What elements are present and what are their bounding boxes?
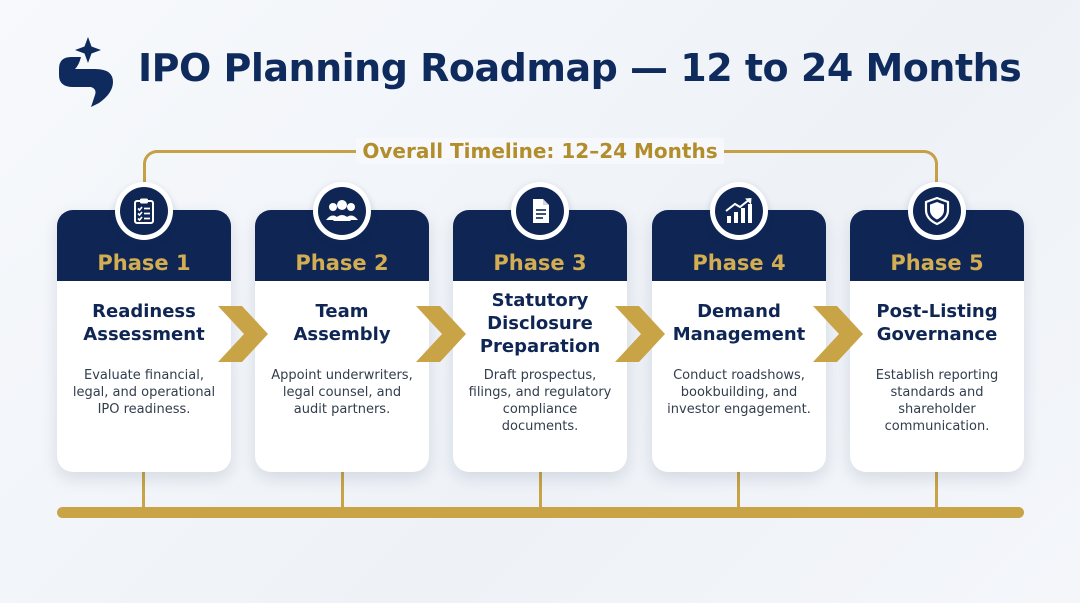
timeline-stem: [935, 470, 938, 510]
sparkle-s-logo-icon: [59, 37, 113, 107]
growth-chart-icon: [725, 198, 752, 223]
clipboard-checklist-icon: [134, 198, 154, 224]
phase-title: Readiness Assessment: [83, 300, 204, 346]
phase-description: Draft prospectus, filings, and regulator…: [468, 368, 612, 434]
phase-title-line: Post-Listing: [876, 301, 998, 322]
document-icon: [533, 199, 549, 223]
phase-icon-badge: [313, 182, 371, 240]
timeline-stem: [142, 470, 145, 510]
phase-title-line: Assembly: [293, 324, 391, 345]
chevron-right-icon: [813, 306, 863, 362]
phase-card-5: Phase 5 Post-Listing Governance Establis…: [850, 210, 1024, 472]
chevron-right-icon: [416, 306, 466, 362]
phase-title: Team Assembly: [293, 300, 390, 346]
chevron-right-icon: [615, 306, 665, 362]
phase-title-line: Preparation: [479, 335, 601, 357]
phase-label: Phase 4: [692, 251, 786, 275]
phase-label: Phase 1: [97, 251, 191, 275]
phase-title: Post-Listing Governance: [876, 300, 997, 346]
phase-title-line: Assessment: [83, 324, 205, 345]
page-title: IPO Planning Roadmap — 12 to 24 Months: [138, 46, 1022, 90]
phase-title-line: Demand: [697, 301, 781, 322]
team-group-icon: [326, 200, 358, 221]
chevron-right-icon: [218, 306, 268, 362]
timeline-baseline: [57, 507, 1024, 518]
phase-card-1: Phase 1 Readiness Assessment Evaluate fi…: [57, 210, 231, 472]
timeline-stem: [341, 470, 344, 510]
timeline-stem: [737, 470, 740, 510]
phase-title: Statutory Disclosure Preparation: [480, 289, 600, 358]
phase-title-line: Governance: [876, 324, 998, 345]
phase-label: Phase 3: [493, 251, 587, 275]
phase-card-3: Phase 3 Statutory Disclosure Preparation…: [453, 210, 627, 472]
shield-icon: [924, 196, 950, 226]
phase-icon-badge: [710, 182, 768, 240]
phase-description: Appoint underwriters, legal counsel, and…: [271, 368, 413, 417]
phase-label: Phase 2: [295, 251, 389, 275]
phase-icon-badge: [908, 182, 966, 240]
phase-icon-badge: [511, 182, 569, 240]
timeline-stem: [539, 470, 542, 510]
phase-title-line: Disclosure: [487, 312, 593, 334]
phase-label: Phase 5: [890, 251, 984, 275]
phase-description: Establish reporting standards and shareh…: [875, 368, 999, 434]
phase-card-4: Phase 4 Demand Management Conduct roadsh…: [652, 210, 826, 472]
phase-title-line: Statutory: [491, 289, 589, 311]
phase-card-2: Phase 2 Team Assembly Appoint underwrite…: [255, 210, 429, 472]
phase-title: Demand Management: [673, 300, 806, 346]
phase-icon-badge: [115, 182, 173, 240]
phase-title-line: Management: [672, 324, 806, 345]
phase-title-line: Readiness: [92, 301, 196, 322]
phase-title-line: Team: [315, 301, 369, 322]
phase-description: Conduct roadshows, bookbuilding, and inv…: [667, 368, 811, 417]
phase-description: Evaluate financial, legal, and operation…: [72, 368, 216, 417]
overall-timeline-label: Overall Timeline: 12–24 Months: [356, 138, 724, 164]
